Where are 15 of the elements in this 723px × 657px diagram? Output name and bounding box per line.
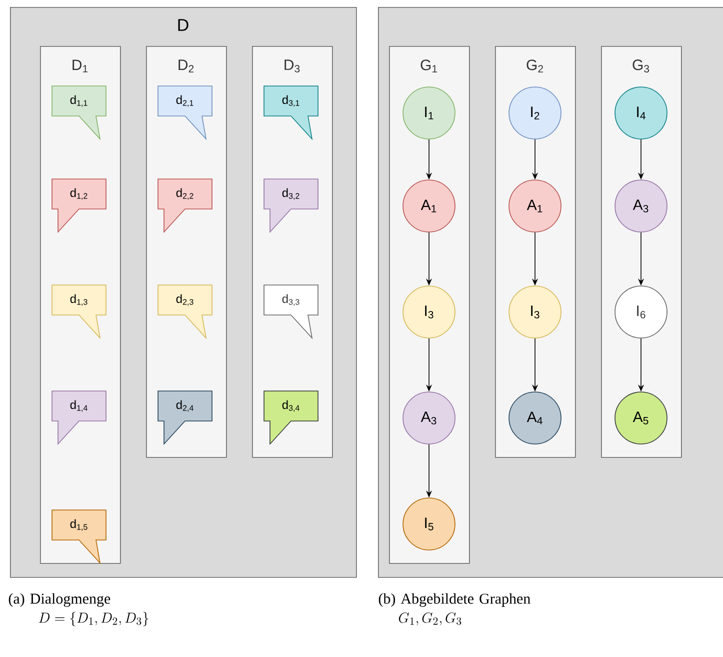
caption: (a) Dialogmenge $D = \{D_1, D_2, D_3\}$ [8, 593, 148, 626]
speech-bubble: d$_{2,2}$ [158, 178, 212, 234]
speech-bubble: d$_{1,3}$ [52, 284, 106, 340]
caption: (b) Abgebildete Graphen $G_1, G_2, G_3$ [378, 593, 530, 626]
speech-bubble: d$_{2,3}$ [158, 284, 212, 340]
speech-bubble: d$_{3,3}$ [264, 284, 318, 340]
speech-bubble: d$_{1,1}$ [52, 86, 106, 140]
speech-bubble: d$_{1,4}$ [52, 390, 106, 446]
speech-bubble: d$_{2,1}$ [158, 86, 212, 140]
speech-bubble: d$_{2,4}$ [158, 390, 212, 446]
speech-bubble: d$_{3,4}$ [264, 390, 318, 446]
speech-bubble: d$_{3,1}$ [264, 86, 318, 140]
speech-bubble: d$_{1,2}$ [52, 178, 106, 234]
speech-bubble: d$_{1,5}$ [52, 510, 106, 564]
speech-bubble: d$_{3,2}$ [264, 178, 318, 234]
